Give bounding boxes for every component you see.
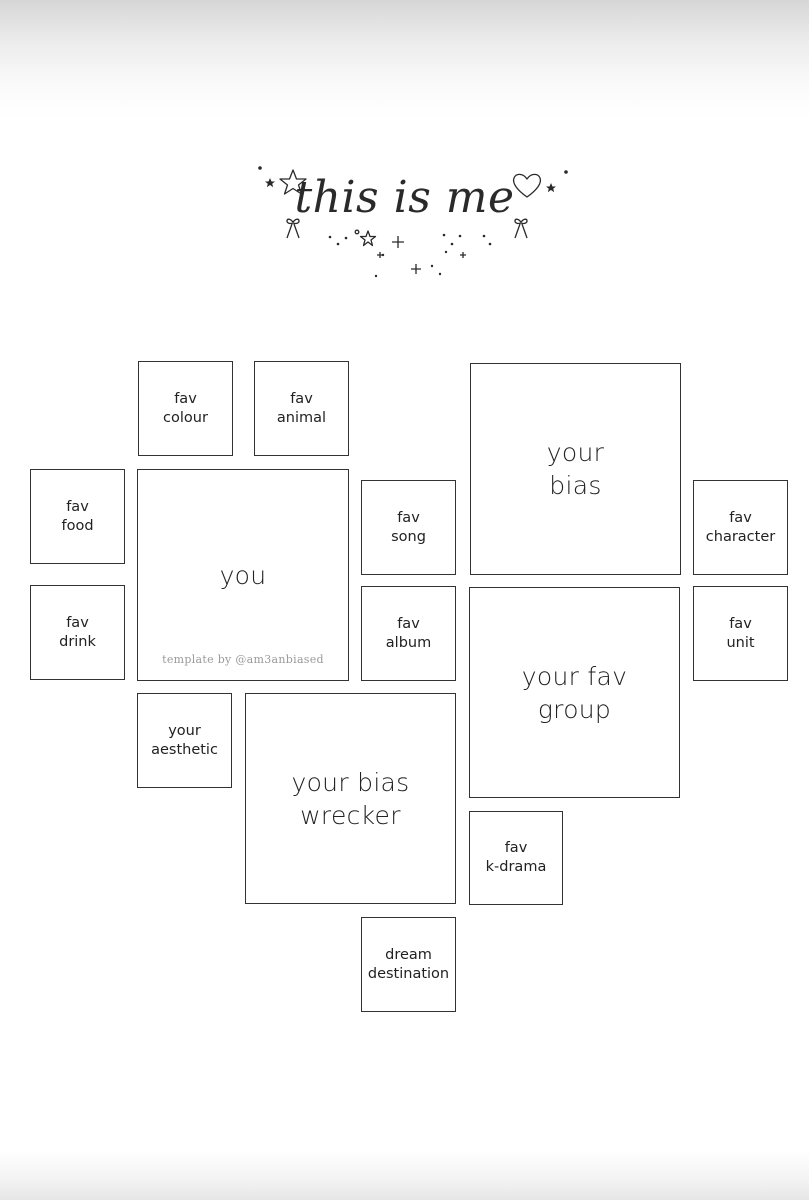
fav-album-label: fav album [385,615,432,651]
fav-album-box: fav album [361,586,456,681]
fav-animal-box: fav animal [254,361,349,456]
your-bias-wrecker-box: your bias wrecker [245,693,456,904]
top-fade [0,0,809,120]
fav-drink-label: fav drink [59,614,96,650]
title-decoration [258,166,568,278]
fav-unit-box: fav unit [693,586,788,681]
fav-character-box: fav character [693,480,788,575]
fav-kdrama-box: fav k-drama [469,811,563,905]
your-fav-group-box: your fav group [469,587,680,798]
template-credit: template by @am3anbiased [162,653,324,666]
fav-character-label: fav character [705,509,776,545]
fav-colour-box: fav colour [138,361,233,456]
dream-destination-label: dream destination [367,946,450,982]
fav-animal-label: fav animal [276,390,327,426]
your-bias-wrecker-label: your bias wrecker [291,767,410,830]
dream-destination-box: dream destination [361,917,456,1012]
your-fav-group-label: your fav group [521,661,628,724]
you-label: you [219,560,267,590]
fav-song-label: fav song [391,509,426,545]
fav-kdrama-label: fav k-drama [485,840,547,875]
fav-food-label: fav food [61,498,94,534]
your-bias-box: your bias [470,363,681,575]
your-aesthetic-box: your aesthetic [137,693,232,788]
page-title: this is me [294,172,515,223]
fav-food-box: fav food [30,469,125,564]
your-aesthetic-label: your aesthetic [151,722,218,758]
fav-colour-label: fav colour [163,390,208,426]
your-bias-label: your bias [546,438,605,500]
fav-unit-label: fav unit [726,615,755,651]
fav-drink-box: fav drink [30,585,125,680]
bottom-fade [0,1150,809,1200]
fav-song-box: fav song [361,480,456,575]
you-box: you template by @am3anbiased [137,469,349,681]
